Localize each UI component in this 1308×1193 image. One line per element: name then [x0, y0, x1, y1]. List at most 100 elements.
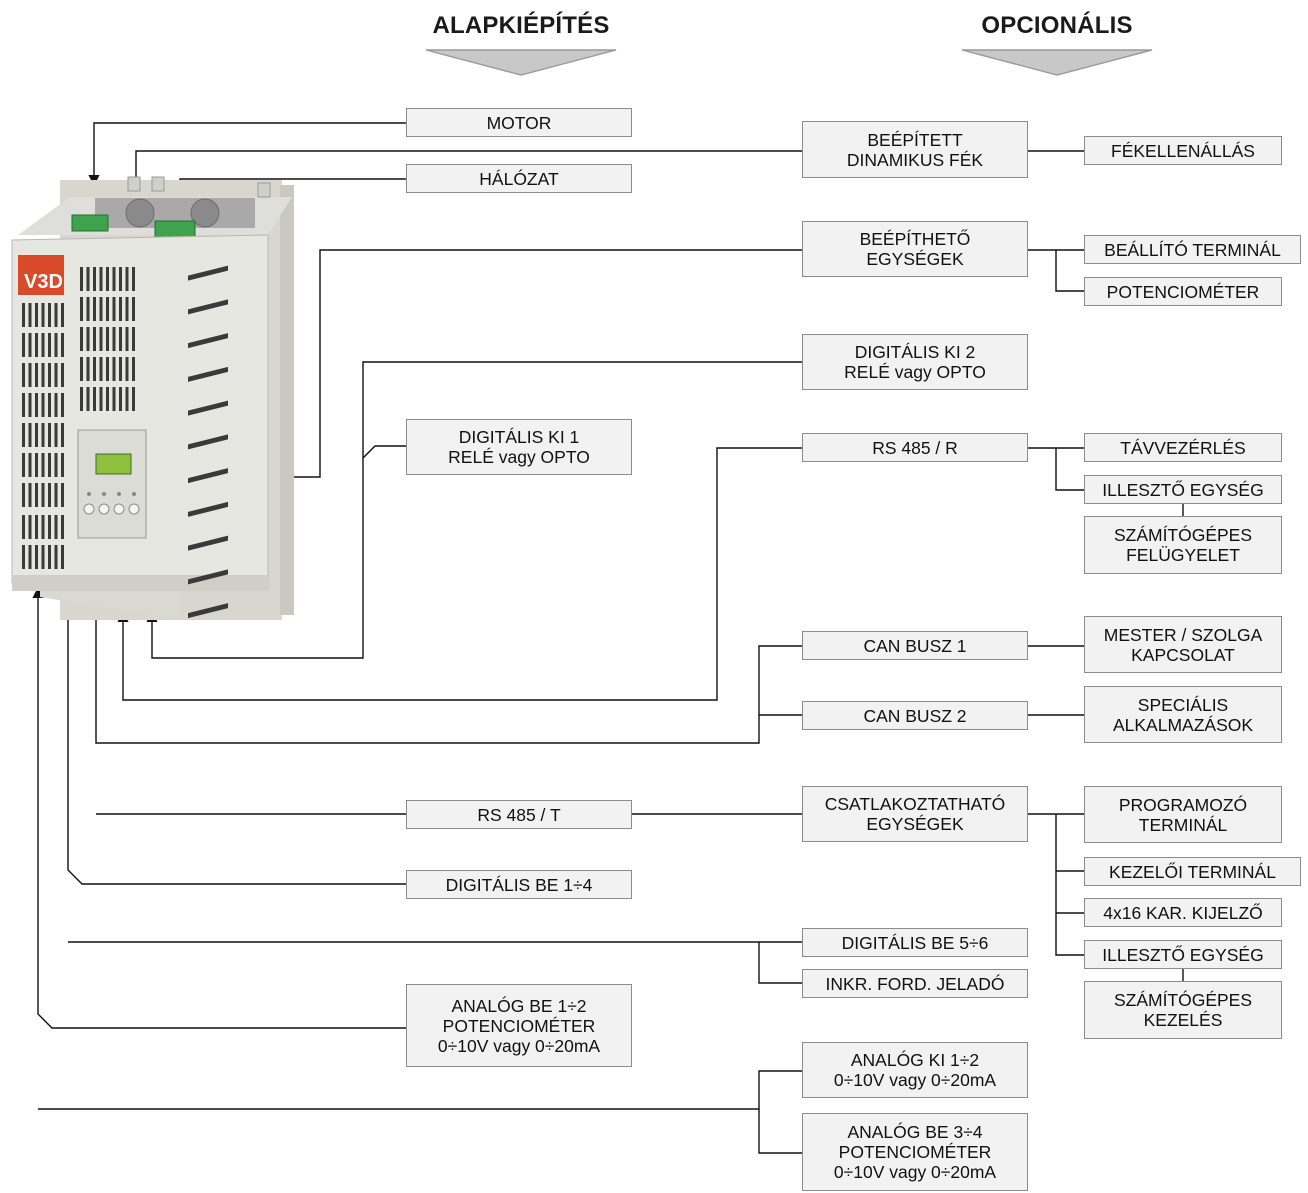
side-vent-slot [188, 569, 228, 585]
vent-slot [28, 333, 32, 357]
drive-unit-image: V3D [11, 176, 294, 620]
digital-in-1-4-line [62, 588, 406, 885]
vent-slot [48, 393, 51, 417]
vent-slot [54, 483, 58, 507]
vent-slot [93, 327, 96, 351]
vent-slot [35, 515, 38, 539]
vent-slot [93, 387, 96, 411]
vent-slot [125, 267, 129, 291]
base-header: ALAPKIÉPÍTÉS [432, 12, 610, 39]
vent-slot [61, 453, 64, 477]
vent-slot [106, 267, 109, 291]
vent-slot [48, 363, 51, 387]
vent-slot [41, 483, 45, 507]
vent-slot [22, 515, 25, 539]
vent-slot [106, 327, 109, 351]
vent-slot [22, 303, 25, 327]
digital-out-1-line [362, 445, 406, 459]
vent-slot [35, 453, 38, 477]
vent-slot [41, 423, 45, 447]
brake-resistor-box: FÉKELLENÁLLÁS [1084, 136, 1282, 165]
vent-slot [41, 515, 45, 539]
lcd-display-box: 4x16 KAR. KIJELZŐ [1084, 898, 1282, 927]
vent-slot [119, 357, 122, 381]
vent-slot [28, 303, 32, 327]
vent-slot [28, 423, 32, 447]
vent-slot [119, 297, 122, 321]
vent-slot [112, 387, 116, 411]
master-slave-box: MESTER / SZOLGA KAPCSOLAT [1084, 616, 1282, 673]
built-in-units-box: BEÉPÍTHETŐ EGYSÉGEK [802, 221, 1028, 277]
vent-slot [61, 545, 64, 569]
vent-slot [119, 267, 122, 291]
vent-slot [35, 483, 38, 507]
vent-slot [132, 327, 135, 351]
side-vent-slot [188, 434, 228, 450]
vent-slot [86, 267, 90, 291]
side-vent-slot [188, 366, 228, 382]
vent-slot [61, 363, 64, 387]
vent-slot [48, 423, 51, 447]
vent-slot [125, 357, 129, 381]
vent-slot [93, 267, 96, 291]
can-bus-line [90, 598, 802, 744]
v3d-logo: V3D [24, 271, 63, 293]
vent-slot [28, 515, 32, 539]
vent-slot [86, 327, 90, 351]
vent-slot [35, 363, 38, 387]
adapter-unit-1-box: ILLESZTŐ EGYSÉG [1084, 475, 1282, 504]
side-vent-slot [188, 333, 228, 349]
digital-in-1-4-box: DIGITÁLIS BE 1÷4 [406, 870, 632, 899]
vent-slot [22, 393, 25, 417]
vent-slot [86, 357, 90, 381]
vent-slot [132, 357, 135, 381]
analog-out-1-2-box: ANALÓG KI 1÷2 0÷10V vagy 0÷20mA [802, 1042, 1028, 1098]
vent-slot [48, 453, 51, 477]
vent-slot [22, 423, 25, 447]
special-apps-box: SPECIÁLIS ALKALMAZÁSOK [1084, 686, 1282, 743]
analog-in-3-4-box: ANALÓG BE 3÷4 POTENCIOMÉTER 0÷10V vagy 0… [802, 1113, 1028, 1191]
can-bus-1-box: CAN BUSZ 1 [802, 631, 1028, 660]
base-header-arrow [425, 49, 617, 76]
vent-slot [99, 297, 103, 321]
analog-in-1-2-box: ANALÓG BE 1÷2 POTENCIOMÉTER 0÷10V vagy 0… [406, 984, 632, 1067]
vent-slot [106, 297, 109, 321]
vent-slot [48, 333, 51, 357]
vent-slot [112, 297, 116, 321]
vent-slot [119, 327, 122, 351]
vent-slot [61, 333, 64, 357]
vent-slot [93, 297, 96, 321]
vent-slot [35, 393, 38, 417]
vent-slot [54, 393, 58, 417]
vent-slot [35, 423, 38, 447]
programming-terminal-box: PROGRAMOZÓ TERMINÁL [1084, 786, 1282, 843]
vent-slot [28, 363, 32, 387]
vent-slot [41, 363, 45, 387]
rs485-r-line [117, 447, 802, 701]
vent-slot [86, 387, 90, 411]
can-bus-2-box: CAN BUSZ 2 [802, 701, 1028, 730]
vent-slot [93, 357, 96, 381]
vent-slot [54, 453, 58, 477]
vent-slot [35, 545, 38, 569]
vent-slot [61, 515, 64, 539]
vent-slot [28, 393, 32, 417]
vent-slot [80, 267, 83, 291]
pluggable-units-box: CSATLAKOZTATHATÓ EGYSÉGEK [802, 786, 1028, 842]
vent-slot [99, 357, 103, 381]
potentiometer-box: POTENCIOMÉTER [1084, 277, 1282, 306]
vent-slot [35, 303, 38, 327]
analog-in-1-2-line [32, 586, 406, 1029]
vent-slot [86, 297, 90, 321]
pc-supervision-box: SZÁMÍTÓGÉPES FELÜGYELET [1084, 516, 1282, 574]
vent-slot [112, 327, 116, 351]
vent-slot [28, 545, 32, 569]
vent-slot [41, 453, 45, 477]
digital-in-5-6-box: DIGITÁLIS BE 5÷6 [802, 928, 1028, 957]
operator-terminal-box: KEZELŐI TERMINÁL [1084, 857, 1301, 886]
vent-slot [80, 297, 83, 321]
vent-slot [48, 515, 51, 539]
vent-slot [48, 545, 51, 569]
vent-slot [41, 545, 45, 569]
side-vent-slot [188, 603, 228, 619]
